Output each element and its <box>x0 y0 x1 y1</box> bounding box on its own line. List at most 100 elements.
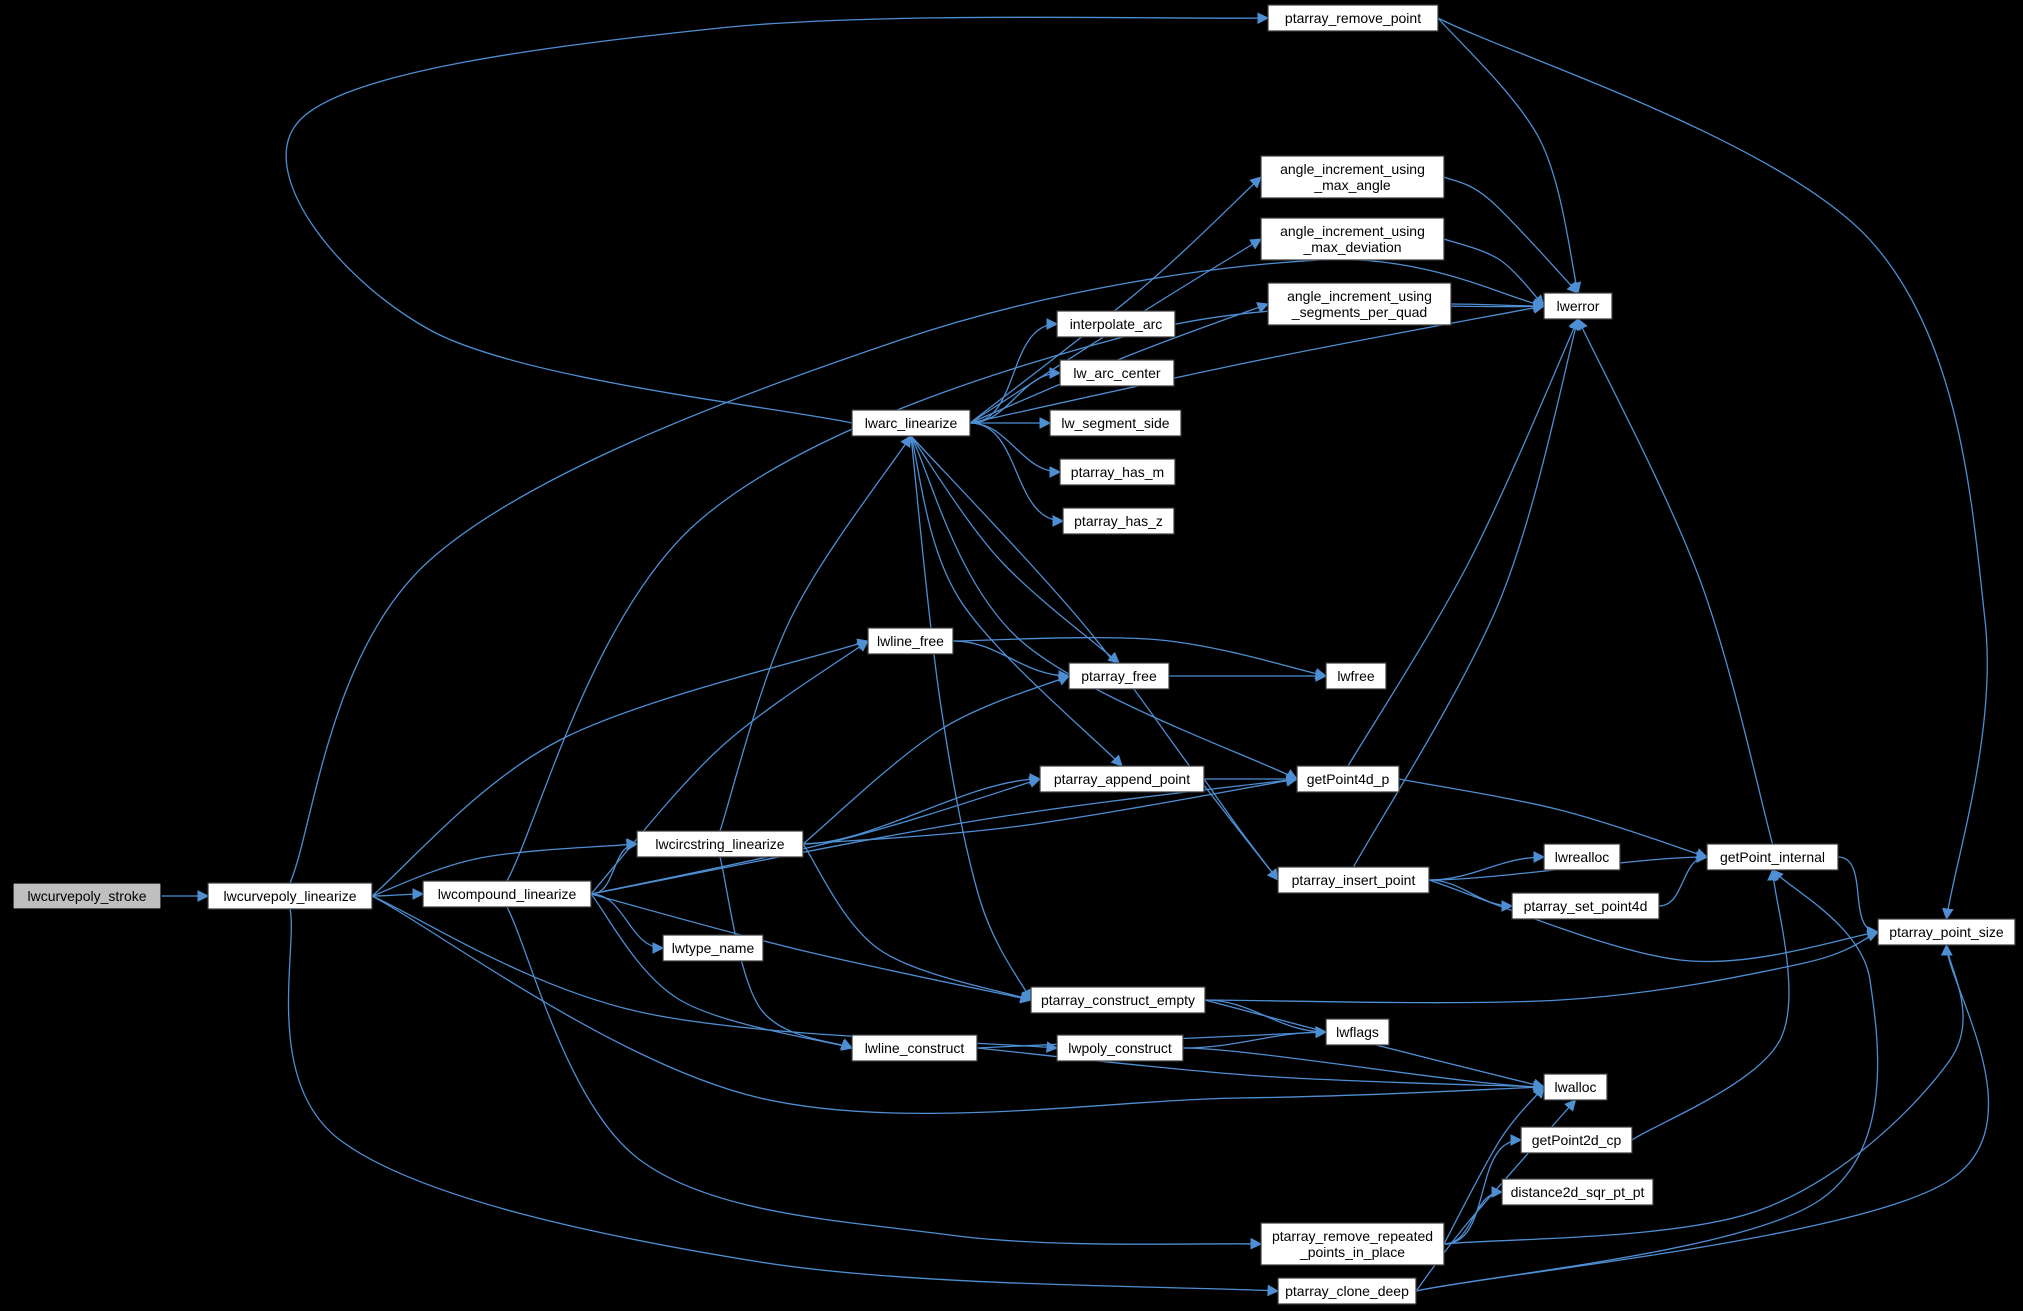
edge-angle_increment_using_max_angle--lwerror <box>1443 176 1579 294</box>
node-ptarray_remove_repeated_points_in_place[interactable]: ptarray_remove_repeated_points_in_place <box>1260 1222 1445 1266</box>
node-lwline_free[interactable]: lwline_free <box>867 627 954 655</box>
node-label-lwpoly_construct: lwpoly_construct <box>1068 1040 1172 1056</box>
node-box-lwcircstring_linearize[interactable] <box>636 830 804 858</box>
node-box-ptarray_has_z[interactable] <box>1062 507 1175 535</box>
node-lwflags[interactable]: lwflags <box>1325 1018 1390 1046</box>
edge-lwarc_linearize--ptarray_construct_empty <box>910 435 1032 1002</box>
node-lwcurvepoly_stroke[interactable]: lwcurvepoly_stroke <box>12 882 162 910</box>
node-label-ptarray_point_size: ptarray_point_size <box>1889 924 2004 940</box>
node-label-ptarray_remove_repeated_points_in_place: ptarray_remove_repeated_points_in_place <box>1272 1228 1433 1260</box>
edge-getPoint4d_p--lwerror <box>1347 317 1580 767</box>
node-lwrealloc[interactable]: lwrealloc <box>1543 843 1621 871</box>
node-lwfree[interactable]: lwfree <box>1325 662 1387 690</box>
node-box-ptarray_has_m[interactable] <box>1059 458 1176 486</box>
node-lw_segment_side[interactable]: lw_segment_side <box>1049 409 1182 437</box>
node-getPoint_internal[interactable]: getPoint_internal <box>1706 843 1839 871</box>
node-box-ptarray_remove_point[interactable] <box>1267 4 1439 32</box>
node-box-angle_increment_using_segments_per_quad[interactable] <box>1267 282 1452 326</box>
edge-ptarray_construct_empty--ptarray_point_size <box>1204 930 1880 1004</box>
edge-lwarc_linearize--lw_arc_center <box>969 367 1062 424</box>
node-label-lwalloc: lwalloc <box>1554 1079 1596 1095</box>
edge-lwcurvepoly_linearize--ptarray_clone_deep <box>287 908 1280 1297</box>
node-ptarray_remove_point[interactable]: ptarray_remove_point <box>1267 4 1439 32</box>
node-lwline_construct[interactable]: lwline_construct <box>851 1034 978 1062</box>
node-lwarc_linearize[interactable]: lwarc_linearize <box>851 409 971 437</box>
node-ptarray_free[interactable]: ptarray_free <box>1068 662 1170 690</box>
node-angle_increment_using_max_angle[interactable]: angle_increment_using_max_angle <box>1260 155 1445 199</box>
node-box-ptarray_remove_repeated_points_in_place[interactable] <box>1260 1222 1445 1266</box>
node-distance2d_sqr_pt_pt[interactable]: distance2d_sqr_pt_pt <box>1501 1178 1654 1206</box>
node-label-lwtype_name: lwtype_name <box>672 940 755 956</box>
node-box-ptarray_clone_deep[interactable] <box>1277 1277 1417 1305</box>
edge-getPoint_internal--lwerror <box>1577 317 1774 845</box>
edge-lwcurvepoly_linearize--lwcompound_linearize <box>371 888 425 900</box>
node-ptarray_set_point4d[interactable]: ptarray_set_point4d <box>1511 892 1660 920</box>
node-box-lwtype_name[interactable] <box>662 934 764 962</box>
node-lwpoly_construct[interactable]: lwpoly_construct <box>1056 1034 1184 1062</box>
node-box-lwrealloc[interactable] <box>1543 843 1621 871</box>
node-box-interpolate_arc[interactable] <box>1056 310 1176 338</box>
node-box-lwalloc[interactable] <box>1543 1073 1608 1101</box>
node-lw_arc_center[interactable]: lw_arc_center <box>1059 359 1175 387</box>
node-lwcurvepoly_linearize[interactable]: lwcurvepoly_linearize <box>207 882 373 910</box>
node-box-lwline_construct[interactable] <box>851 1034 978 1062</box>
node-box-lwcompound_linearize[interactable] <box>422 880 592 908</box>
node-label-lwcurvepoly_linearize: lwcurvepoly_linearize <box>223 888 356 904</box>
edge-angle_increment_using_segments_per_quad--lwerror <box>1450 300 1546 312</box>
node-box-angle_increment_using_max_angle[interactable] <box>1260 155 1445 199</box>
node-label-lwline_construct: lwline_construct <box>865 1040 965 1056</box>
node-getPoint2d_cp[interactable]: getPoint2d_cp <box>1520 1126 1633 1154</box>
node-lwerror[interactable]: lwerror <box>1543 292 1613 320</box>
node-ptarray_point_size[interactable]: ptarray_point_size <box>1877 918 2016 946</box>
edge-lwcurvepoly_linearize--lwpoly_construct <box>371 895 1059 1053</box>
node-lwalloc[interactable]: lwalloc <box>1543 1073 1608 1101</box>
node-label-lwfree: lwfree <box>1337 668 1375 684</box>
edge-lwarc_linearize--interpolate_arc <box>969 318 1059 424</box>
node-lwtype_name[interactable]: lwtype_name <box>662 934 764 962</box>
node-box-ptarray_free[interactable] <box>1068 662 1170 690</box>
node-box-ptarray_insert_point[interactable] <box>1277 866 1430 894</box>
node-ptarray_insert_point[interactable]: ptarray_insert_point <box>1277 866 1430 894</box>
node-box-lwline_free[interactable] <box>867 627 954 655</box>
node-box-getPoint4d_p[interactable] <box>1296 765 1400 793</box>
node-box-lwerror[interactable] <box>1543 292 1613 320</box>
node-ptarray_construct_empty[interactable]: ptarray_construct_empty <box>1030 986 1206 1014</box>
node-label-lwcircstring_linearize: lwcircstring_linearize <box>655 836 784 852</box>
node-interpolate_arc[interactable]: interpolate_arc <box>1056 310 1176 338</box>
node-lwcircstring_linearize[interactable]: lwcircstring_linearize <box>636 830 804 858</box>
node-box-ptarray_construct_empty[interactable] <box>1030 986 1206 1014</box>
node-ptarray_clone_deep[interactable]: ptarray_clone_deep <box>1277 1277 1417 1305</box>
node-box-angle_increment_using_max_deviation[interactable] <box>1260 217 1445 261</box>
edge-lwcompound_linearize--getPoint4d_p <box>590 774 1299 895</box>
node-ptarray_has_z[interactable]: ptarray_has_z <box>1062 507 1175 535</box>
node-ptarray_has_m[interactable]: ptarray_has_m <box>1059 458 1176 486</box>
edge-ptarray_remove_repeated_points_in_place--lwalloc <box>1443 1086 1545 1245</box>
edge-angle_increment_using_max_deviation--lwerror <box>1443 238 1545 307</box>
edge-lwcurvepoly_linearize--lwcircstring_linearize <box>371 839 639 897</box>
node-box-lwfree[interactable] <box>1325 662 1387 690</box>
node-box-getPoint_internal[interactable] <box>1706 843 1839 871</box>
node-box-lw_arc_center[interactable] <box>1059 359 1175 387</box>
node-ptarray_append_point[interactable]: ptarray_append_point <box>1039 765 1205 793</box>
edge-lwcompound_linearize--ptarray_append_point <box>590 776 1042 895</box>
edge-lwcircstring_linearize--ptarray_construct_empty <box>802 843 1033 1003</box>
edge-ptarray_clone_deep--getPoint_internal <box>1415 869 1879 1292</box>
node-box-lwflags[interactable] <box>1325 1018 1390 1046</box>
node-angle_increment_using_segments_per_quad[interactable]: angle_increment_using_segments_per_quad <box>1267 282 1452 326</box>
node-box-lwpoly_construct[interactable] <box>1056 1034 1184 1062</box>
node-box-lwcurvepoly_linearize[interactable] <box>207 882 373 910</box>
node-box-distance2d_sqr_pt_pt[interactable] <box>1501 1178 1654 1206</box>
node-box-ptarray_append_point[interactable] <box>1039 765 1205 793</box>
node-box-lwarc_linearize[interactable] <box>851 409 971 437</box>
node-lwcompound_linearize[interactable]: lwcompound_linearize <box>422 880 592 908</box>
node-getPoint4d_p[interactable]: getPoint4d_p <box>1296 765 1400 793</box>
edge-lwcircstring_linearize--lwarc_linearize <box>719 435 912 832</box>
node-angle_increment_using_max_deviation[interactable]: angle_increment_using_max_deviation <box>1260 217 1445 261</box>
node-box-lwcurvepoly_stroke[interactable] <box>12 882 162 910</box>
node-box-lw_segment_side[interactable] <box>1049 409 1182 437</box>
node-box-ptarray_point_size[interactable] <box>1877 918 2016 946</box>
node-box-getPoint2d_cp[interactable] <box>1520 1126 1633 1154</box>
node-label-ptarray_append_point: ptarray_append_point <box>1054 771 1190 787</box>
edge-lwcurvepoly_linearize--lwline_free <box>371 638 870 897</box>
node-box-ptarray_set_point4d[interactable] <box>1511 892 1660 920</box>
